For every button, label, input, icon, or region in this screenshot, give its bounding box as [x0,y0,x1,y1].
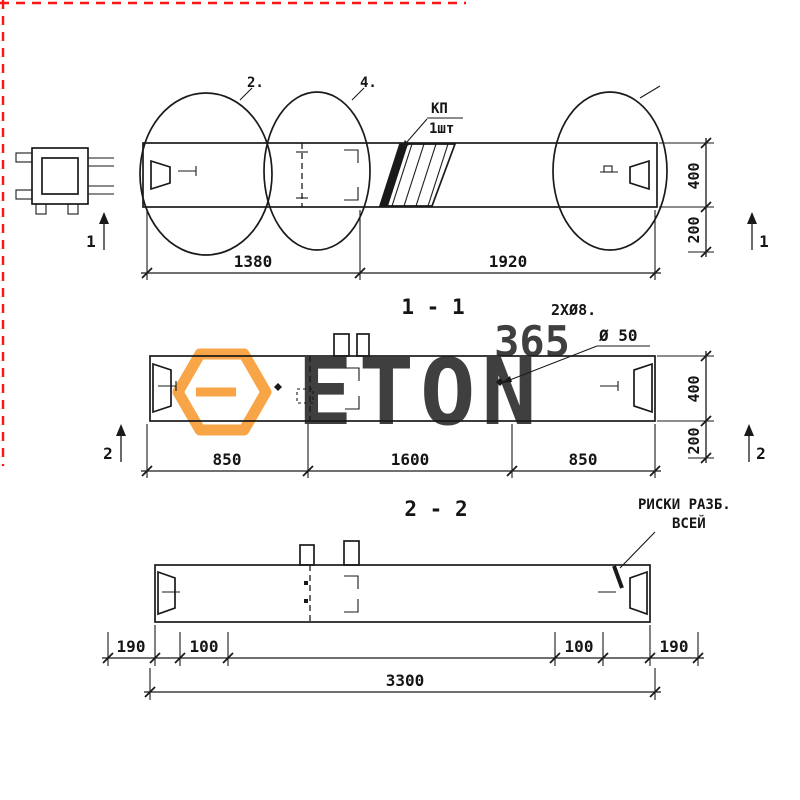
cut-marker-2-right: 2 [744,424,766,463]
cut-1-label-left: 1 [86,232,96,251]
section-1-1-view: 1 - 1 2ХØ8. Ø 50 [149,295,656,422]
rebar-leader-arrow-icon [502,376,512,383]
rebar-point-icon [496,378,504,386]
watermark-number: 365 [494,317,570,366]
dim-height-plan: 400 [685,162,703,189]
dim-3300: 3300 [386,671,425,690]
cut-2-label-left: 2 [103,444,113,463]
dim-1380: 1380 [234,252,273,271]
riski-mark-icon [612,565,624,589]
dim-850-left: 850 [213,450,242,469]
cut-2-label-right: 2 [756,444,766,463]
plan-vertical-dims: 400 200 [659,137,714,258]
dim-190-right: 190 [660,637,689,656]
cut-marker-2-left: 2 [103,424,126,463]
dim-offset-plan: 200 [685,216,703,243]
section-2-2-title: 2 - 2 [404,497,467,521]
position-label-4: 4. [360,75,377,91]
dim-850-right: 850 [569,450,598,469]
cut-arrow-icon [99,212,109,224]
callout-ellipse-right [552,91,668,251]
kp-quantity: 1шт [429,121,454,137]
section-2-2-view: 2 - 2 РИСКИ РАЗБ. ВСЕЙ [154,497,731,623]
cut-arrow-icon [744,424,754,436]
section-1-1-title: 1 - 1 [401,295,464,319]
dim-1600: 1600 [391,450,430,469]
cut-marker-1-right: 1 [747,212,769,251]
riski-label-line1: РИСКИ РАЗБ. [638,497,731,513]
dim-1920: 1920 [489,252,528,271]
kp-callout: КП 1шт [399,101,463,151]
callout-ellipse-left [139,92,273,256]
end-view [15,147,114,215]
cut-1-label-right: 1 [759,232,769,251]
s11-vertical-dims: 400 200 [657,350,714,464]
kp-label: КП [431,101,448,117]
kp-gusset [378,143,457,207]
cut-marker-1-left: 1 [86,212,109,251]
stud-point-icon [274,383,282,391]
s22-bottom-dims: 190 100 100 190 3300 [102,625,704,700]
position-label-2: 2. [247,75,264,91]
cut-arrow-icon [747,212,757,224]
dim-100-right: 100 [565,637,594,656]
rebar-label: 2ХØ8. [551,301,596,319]
diameter-label: Ø 50 [598,326,638,345]
plan-view: 2. 4. КП 1шт [139,75,668,256]
kp-leader-arrow-icon [400,140,409,150]
brand-hexagon-icon [172,348,272,436]
riski-label-line2: ВСЕЙ [672,515,706,532]
cut-arrow-icon [116,424,126,436]
callout-ellipse-middle [263,91,371,251]
dim-190-left: 190 [117,637,146,656]
plan-horizontal-dims: 1380 1920 [141,210,661,280]
dim-100-left: 100 [190,637,219,656]
s11-horizontal-dims: 850 1600 850 [141,424,661,478]
dim-offset-s11: 200 [685,427,703,454]
dim-height-s11: 400 [685,375,703,402]
